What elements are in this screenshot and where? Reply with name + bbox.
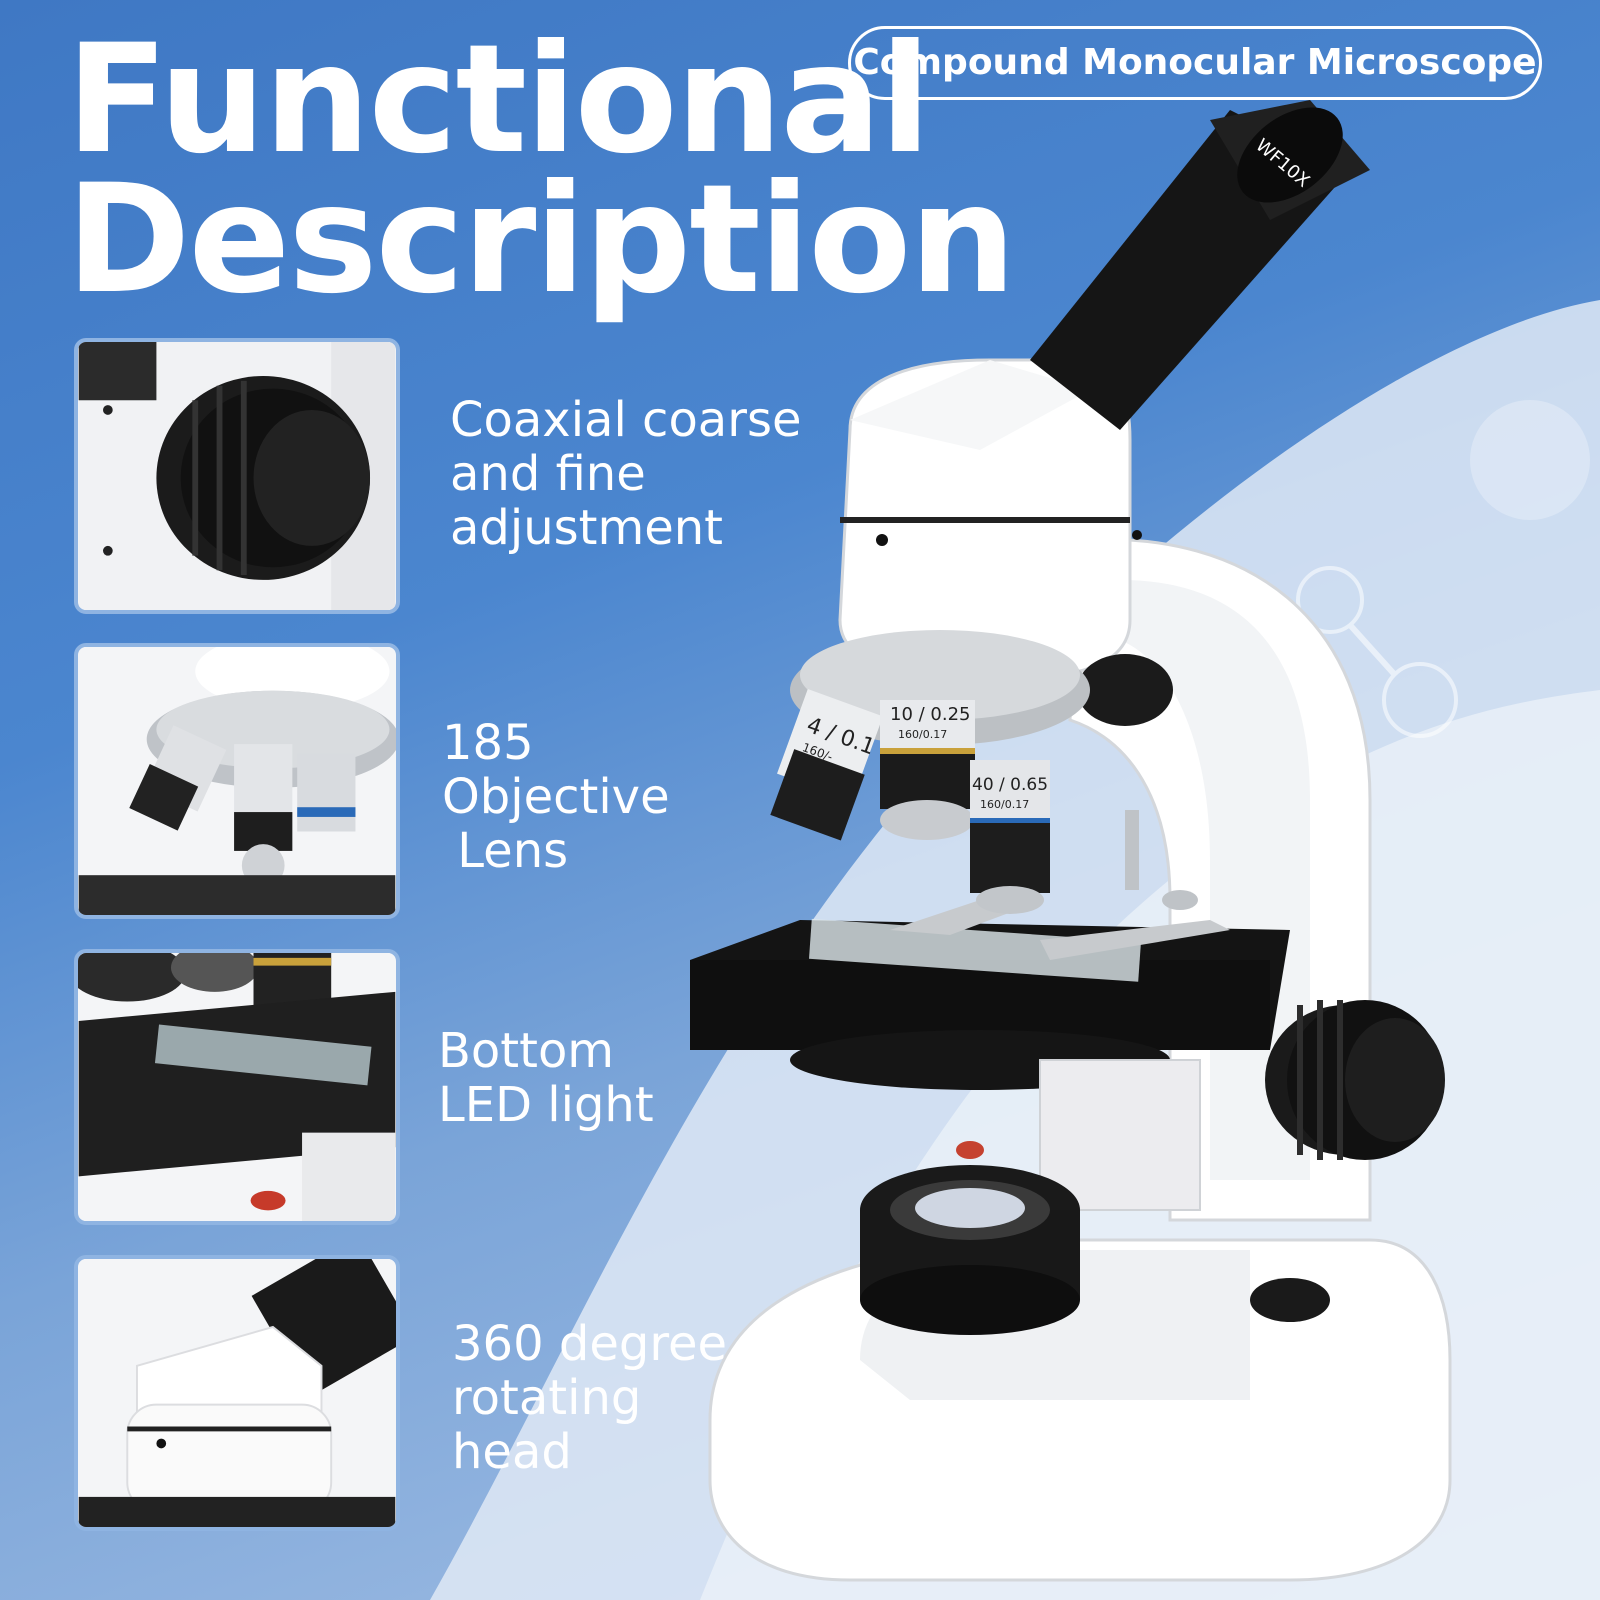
coarse-fine-knob	[1265, 1000, 1445, 1160]
feature-text-led: Bottom LED light	[438, 1023, 654, 1133]
objective-nosepiece: 4 / 0.1 160/- 10 / 0.25 160/0.17 40 / 0.…	[770, 630, 1090, 914]
svg-text:40 / 0.65: 40 / 0.65	[972, 775, 1048, 795]
feature-text-objective: 185 Objective Lens	[442, 715, 670, 879]
feature-card-rotating-head	[74, 1255, 400, 1531]
product-type-badge: Compound Monocular Microscope	[848, 26, 1542, 100]
objective-40x: 40 / 0.65 160/0.17	[970, 760, 1050, 914]
power-switch	[1250, 1278, 1330, 1322]
led-light-icon	[78, 953, 396, 1221]
rotating-head-icon	[78, 1259, 396, 1527]
title-line-2: Description	[66, 153, 1016, 327]
led-condenser	[860, 1141, 1080, 1335]
objective-10x: 10 / 0.25 160/0.17	[880, 700, 975, 840]
title-line-1: Functional	[66, 13, 931, 187]
feature-text-focus: Coaxial coarse and fine adjustment	[450, 392, 802, 556]
focus-knob-icon	[78, 342, 396, 610]
stage	[690, 810, 1290, 1050]
feature-card-focus-knob	[74, 338, 400, 614]
microscope-illustration: WF10X 4 / 0.1 160/- 10 / 0.25 160/0.17 4…	[690, 100, 1452, 1582]
feature-card-objective	[74, 643, 400, 919]
page-title: Functional Description	[66, 13, 1016, 327]
objective-lens-icon	[78, 647, 396, 915]
svg-text:160/0.17: 160/0.17	[898, 728, 947, 741]
eyepiece: WF10X	[1030, 100, 1370, 430]
svg-text:160/0.17: 160/0.17	[980, 798, 1029, 811]
objective-4x: 4 / 0.1 160/-	[770, 689, 883, 841]
svg-text:10 / 0.25: 10 / 0.25	[890, 704, 971, 725]
feature-card-led	[74, 949, 400, 1225]
molecule-decoration	[1296, 400, 1590, 738]
feature-text-rotating: 360 degree rotating head	[452, 1316, 728, 1480]
